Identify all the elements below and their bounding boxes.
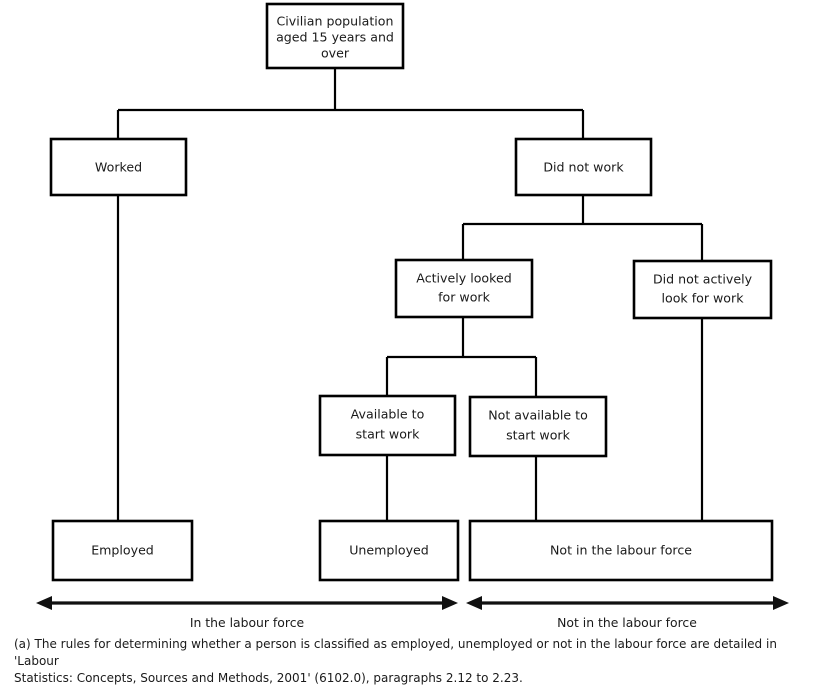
arrow-head-right-icon [442,596,458,610]
node-unemployed-box [318,519,460,582]
span-label-in-labour-force: In the labour force [190,615,304,630]
node-available-line1: Available to [351,407,425,422]
node-not-available-line2: start work [506,428,571,443]
arrow-head-left-icon [36,596,52,610]
node-available-box [318,394,457,457]
node-did-not-work-box [514,137,653,197]
node-civilian-population-box [265,2,405,70]
node-civilian-population-line1: Civilian population [277,14,394,29]
node-civilian-population[interactable]: Civilian population aged 15 years and ov… [265,2,405,70]
node-available-to-start-work[interactable]: Available to start work [318,394,457,457]
node-available-line2: start work [356,427,421,442]
node-employed-box [51,519,194,582]
node-did-not-actively-look-box [632,259,773,320]
node-actively-looked-line2: for work [438,290,491,305]
node-did-not-actively-look-line1: Did not actively [653,272,753,287]
node-unemployed-label: Unemployed [349,543,429,558]
node-civilian-population-line3: over [321,46,350,61]
span-arrow-group: In the labour force Not in the labour fo… [36,596,789,630]
node-did-not-actively-look-line2: look for work [661,291,744,306]
node-actively-looked-box [394,258,534,319]
arrow-head-right-icon-2 [773,596,789,610]
span-arrow-in-labour-force: In the labour force [36,596,458,630]
node-not-available-line1: Not available to [488,408,588,423]
node-worked-label: Worked [95,160,142,175]
span-label-not-in-labour-force: Not in the labour force [557,615,697,630]
node-not-available-to-start-work[interactable]: Not available to start work [468,395,608,458]
node-civilian-population-line2: aged 15 years and [276,30,394,45]
node-unemployed[interactable]: Unemployed [318,519,460,582]
node-employed[interactable]: Employed [51,519,194,582]
footnote-text: (a) The rules for determining whether a … [14,637,777,685]
arrow-head-left-icon-2 [466,596,482,610]
node-actively-looked-line1: Actively looked [416,271,511,286]
node-employed-label: Employed [91,543,154,558]
node-not-in-labour-force-box [468,519,774,582]
connector-lines [116,68,704,521]
span-arrow-not-in-labour-force: Not in the labour force [466,596,789,630]
node-did-not-actively-look[interactable]: Did not actively look for work [632,259,773,320]
node-not-in-labour-force-label: Not in the labour force [550,543,692,558]
node-did-not-work-label: Did not work [543,160,624,175]
node-worked-box [49,137,188,197]
node-worked[interactable]: Worked [49,137,188,197]
node-not-in-the-labour-force[interactable]: Not in the labour force [468,519,774,582]
node-not-available-box [468,395,608,458]
node-actively-looked-for-work[interactable]: Actively looked for work [394,258,534,319]
node-did-not-work[interactable]: Did not work [514,137,653,197]
node-group: Civilian population aged 15 years and ov… [49,2,774,582]
